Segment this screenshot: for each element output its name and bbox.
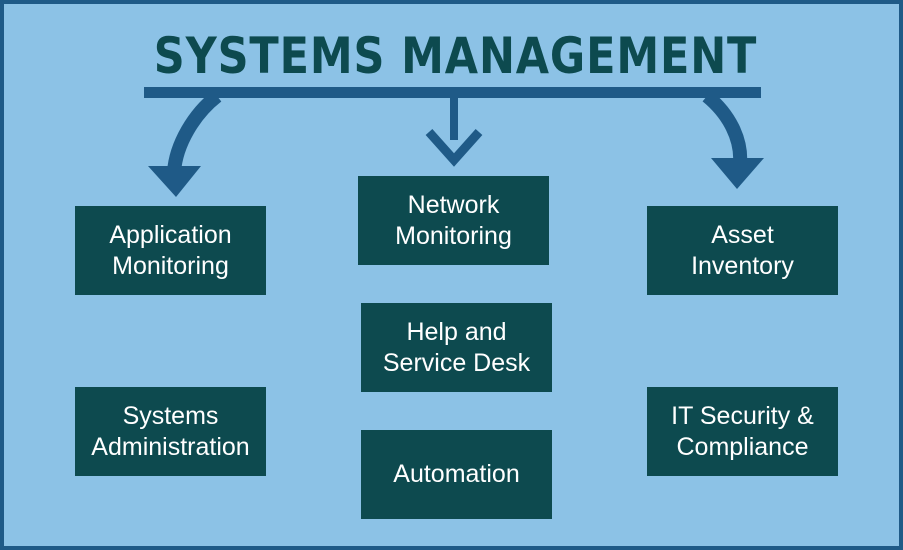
diagram-title: SYSTEMS MANAGEMENT [153,27,758,85]
network-monitoring-box: Network Monitoring [358,176,549,265]
title-underline-bar [144,87,761,98]
right-curved-arrow [702,90,748,165]
connector-arrows [144,87,764,197]
systems-administration-box: Systems Administration [75,387,266,476]
center-arrowhead [425,129,483,167]
right-arrowhead [711,158,764,189]
center-arrow-shaft [450,96,458,140]
left-curved-arrow [167,90,222,173]
automation-box: Automation [361,430,552,519]
it-security-compliance-box: IT Security & Compliance [647,387,838,476]
help-service-desk-box: Help and Service Desk [361,303,552,392]
asset-inventory-box: Asset Inventory [647,206,838,295]
application-monitoring-box: Application Monitoring [75,206,266,295]
left-arrowhead [148,166,201,197]
